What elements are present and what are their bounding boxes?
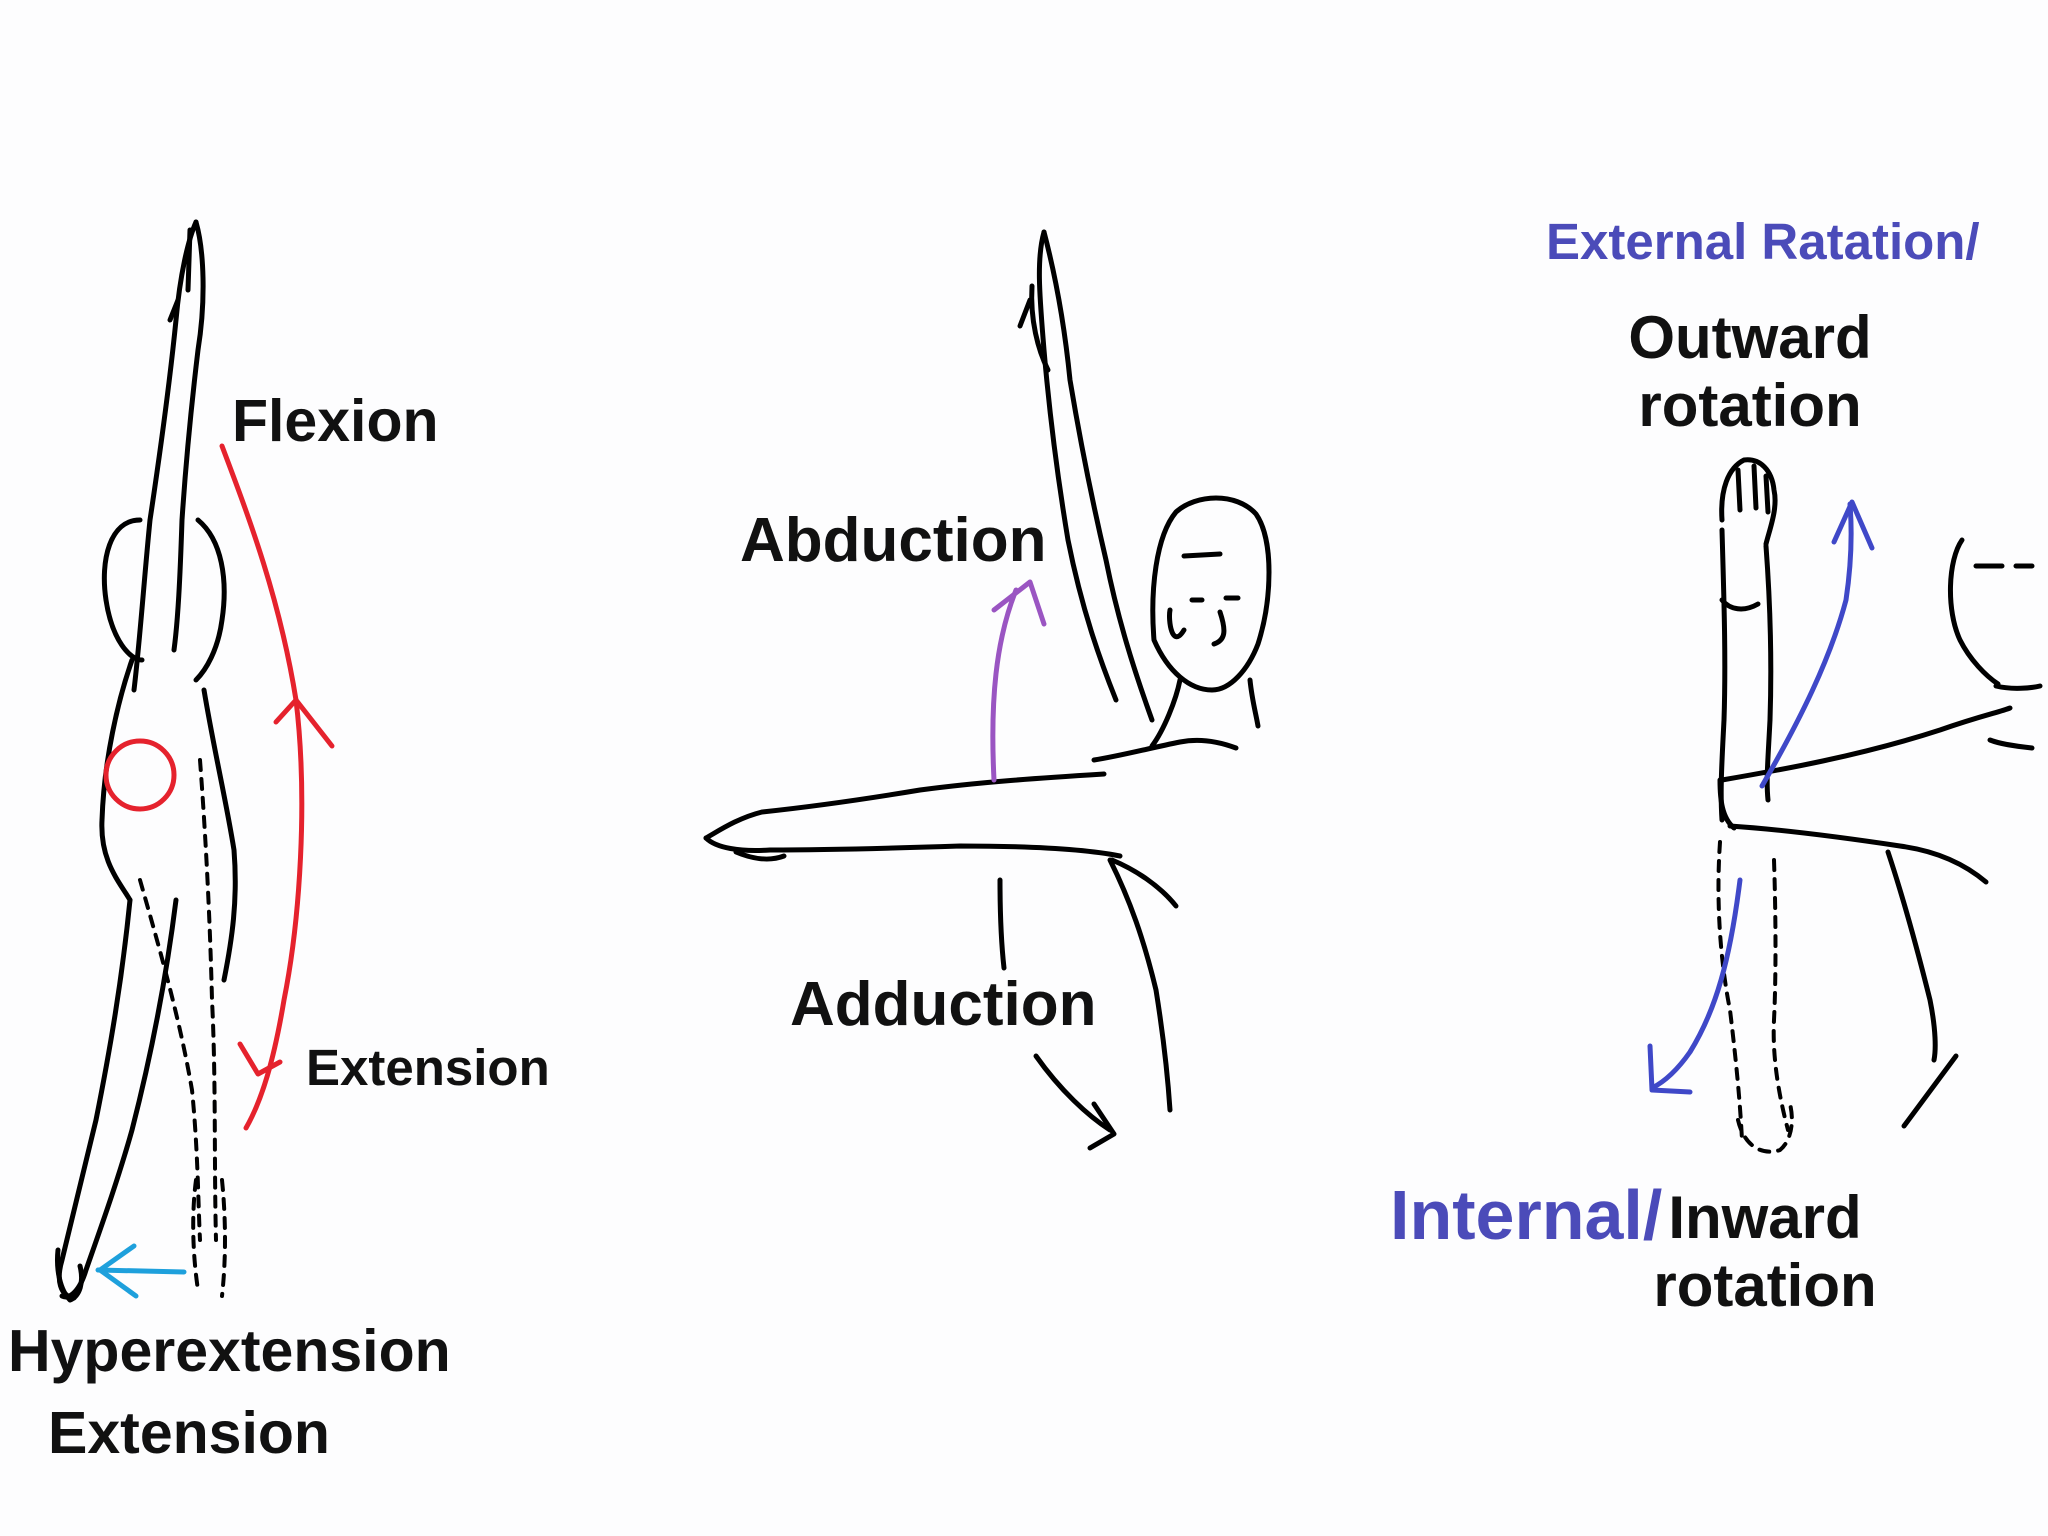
hyperextension-label: Hyperextension <box>8 1318 451 1384</box>
outward-rotation-label: Outward rotation <box>1628 304 1872 439</box>
adduction-arrow <box>1033 1053 1117 1151</box>
rotation-figure <box>1716 457 2043 1154</box>
extension-small-label: Extension <box>306 1039 550 1096</box>
hyperextension-arrow <box>95 1243 187 1299</box>
sagittal-figure <box>55 219 238 1303</box>
flexion-extension-arrow <box>219 443 335 1131</box>
inward-rotation-label: Inward rotation <box>1653 1184 1877 1319</box>
external-rotation-label: External Ratation/ <box>1546 213 1980 270</box>
abduction-arrow <box>990 579 1047 783</box>
rotation-arrow <box>1647 499 1875 1095</box>
adduction-label: Adduction <box>790 970 1097 1039</box>
flexion-label: Flexion <box>232 388 439 454</box>
extension-label: Extension <box>48 1400 330 1466</box>
frontal-figure <box>703 229 1272 1113</box>
abduction-label: Abduction <box>740 506 1047 575</box>
shoulder-joint-marker <box>103 738 177 812</box>
internal-rotation-label: Internal/ <box>1390 1176 1663 1254</box>
